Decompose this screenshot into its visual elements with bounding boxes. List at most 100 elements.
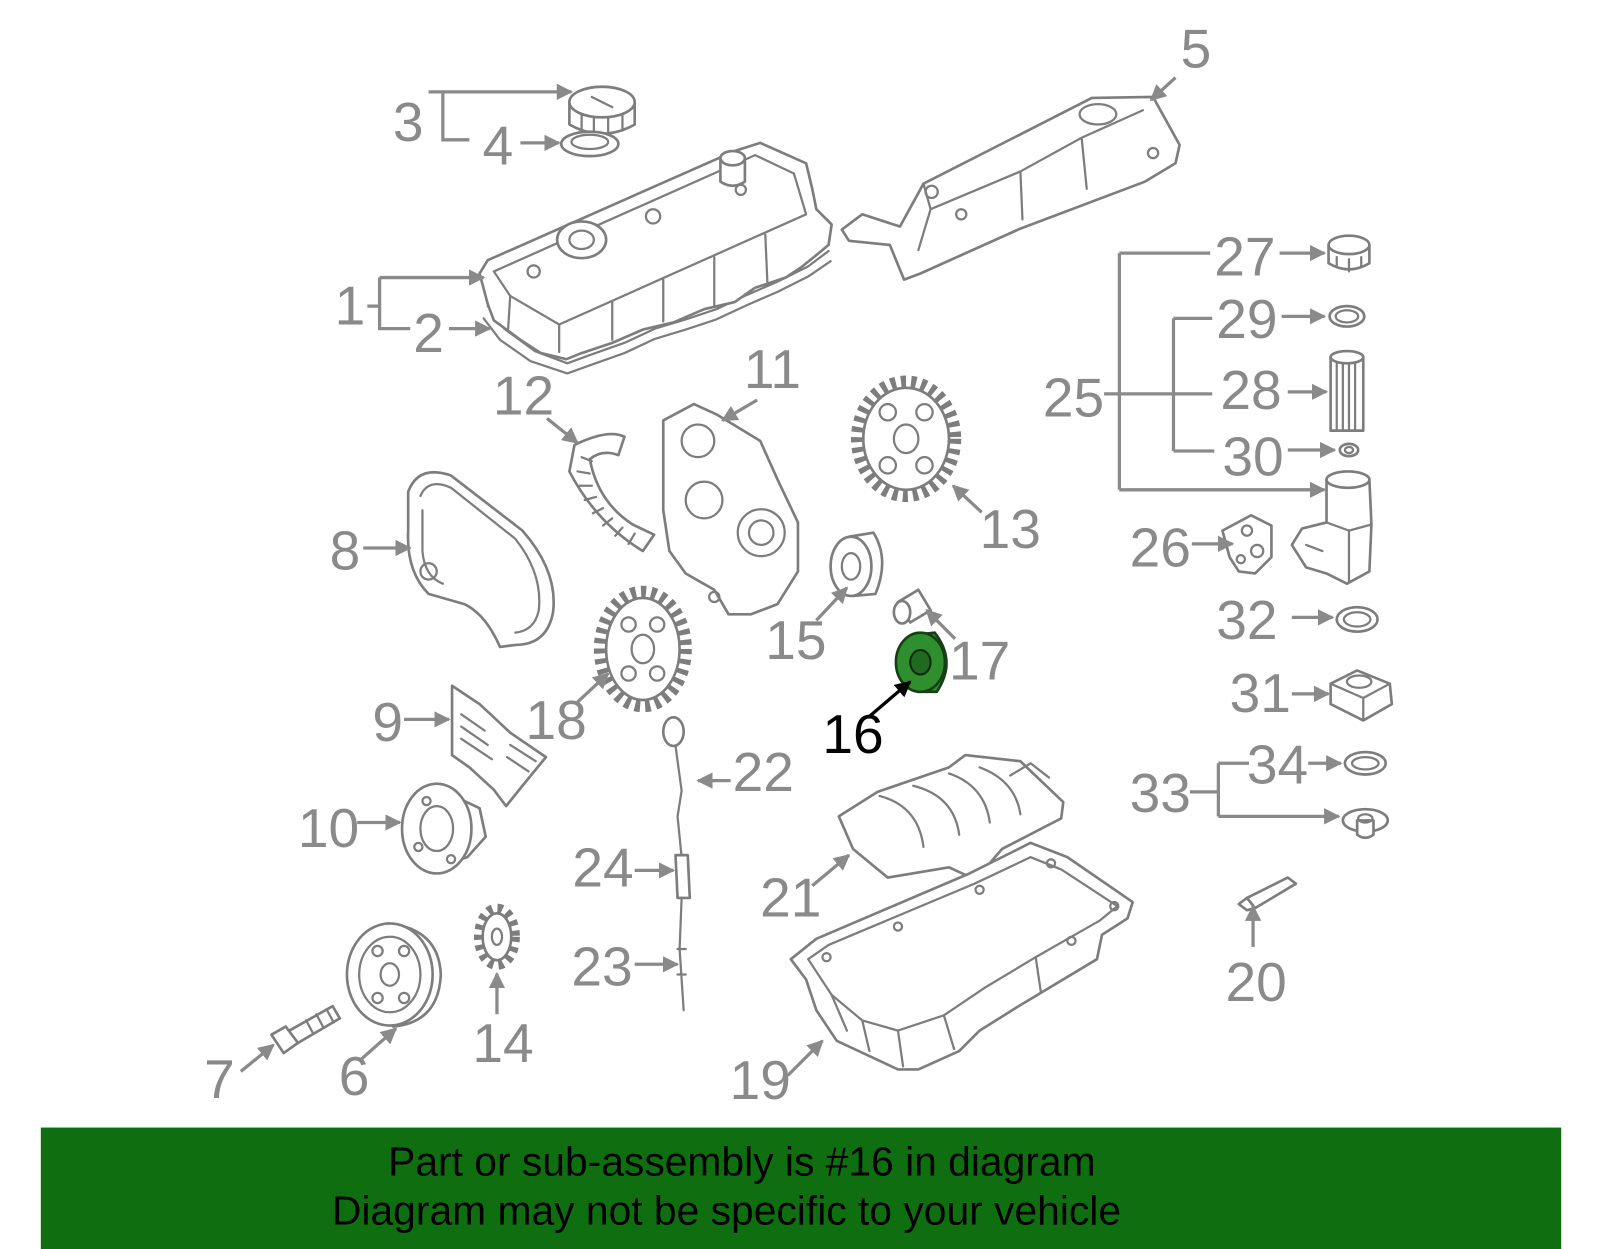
gear-hole bbox=[648, 665, 666, 682]
pulley-face bbox=[829, 535, 873, 598]
seal-outer bbox=[1343, 750, 1388, 776]
part-17-bushing bbox=[892, 588, 932, 625]
cover-opening bbox=[680, 423, 716, 459]
part-4-cap-seal bbox=[559, 130, 620, 158]
pan-bolt-hole bbox=[1045, 858, 1057, 869]
housing-details bbox=[1305, 521, 1373, 583]
leader-arrow-6 bbox=[360, 1027, 398, 1061]
banner-background bbox=[40, 1127, 1562, 1249]
gear-hole bbox=[648, 616, 666, 633]
bolt-hole bbox=[734, 183, 748, 197]
callout-label-27: 27 bbox=[1214, 226, 1275, 288]
oil-cooler-edge bbox=[1329, 682, 1391, 722]
leader-arrow-5 bbox=[1149, 76, 1177, 102]
belt-teeth bbox=[576, 456, 636, 546]
part-18-crankshaft-gear bbox=[593, 585, 692, 713]
gear-hole bbox=[878, 402, 898, 422]
belt-cover-hole bbox=[419, 562, 438, 581]
bolt-hole bbox=[708, 590, 721, 604]
callout-label-11: 11 bbox=[744, 338, 801, 400]
part-31-oil-cooler bbox=[1329, 669, 1394, 722]
part-26-housing-gasket bbox=[1221, 513, 1273, 575]
o-ring-inner bbox=[1342, 611, 1372, 628]
part-14-oil-pump-sprocket bbox=[473, 903, 520, 970]
pulley-bolt-hole bbox=[371, 944, 384, 958]
callout-label-31: 31 bbox=[1230, 662, 1291, 724]
part-32-o-ring bbox=[1335, 605, 1379, 633]
gear-teeth bbox=[851, 375, 962, 503]
plug-socket bbox=[1357, 813, 1374, 824]
filter-cap-top bbox=[1327, 234, 1371, 256]
valve-cover-outline bbox=[478, 141, 833, 361]
belt-band bbox=[568, 432, 656, 553]
housing-body bbox=[1290, 478, 1373, 586]
gear-body bbox=[861, 386, 951, 492]
seal-inner bbox=[570, 133, 610, 151]
callout-label-34: 34 bbox=[1247, 734, 1308, 796]
pan-bolt-hole bbox=[892, 921, 904, 932]
filter-cap-ridges bbox=[1335, 256, 1363, 273]
bushing-end bbox=[892, 599, 912, 625]
leader-arrow-11 bbox=[721, 398, 758, 422]
part-16-tensioner-pulley-highlighted bbox=[894, 631, 948, 694]
leader-arrow-15 bbox=[815, 586, 849, 622]
callout-label-29: 29 bbox=[1216, 288, 1277, 350]
callout-label-32: 32 bbox=[1216, 589, 1277, 651]
leader-arrow-13 bbox=[951, 484, 983, 514]
callout-label-25: 25 bbox=[1043, 366, 1104, 428]
part-23-dipstick-lower-shaft bbox=[676, 896, 687, 1012]
leader-arrow-21 bbox=[811, 853, 851, 887]
seal-inner bbox=[1343, 445, 1355, 455]
part-22-dipstick-assembly bbox=[661, 716, 692, 1012]
callout-label-22: 22 bbox=[733, 741, 794, 803]
leader-arrow-18 bbox=[576, 672, 610, 704]
callout-label-8: 8 bbox=[330, 519, 361, 581]
gasket-outline bbox=[482, 260, 832, 375]
part-15-idler-pulley bbox=[829, 531, 884, 598]
sprocket-body bbox=[481, 911, 513, 962]
mount-hole bbox=[924, 184, 939, 200]
cover-opening bbox=[684, 480, 724, 520]
leader-lines bbox=[239, 76, 1343, 1077]
leader-arrow-12 bbox=[545, 417, 579, 445]
part-10-hub-flange bbox=[400, 782, 488, 875]
o-ring-inner bbox=[1334, 309, 1360, 324]
gasket-hole bbox=[1240, 524, 1254, 537]
callout-label-4: 4 bbox=[483, 114, 514, 176]
highlighted-pulley-hub bbox=[909, 648, 932, 676]
seal-outer bbox=[1338, 442, 1360, 458]
callout-label-17: 17 bbox=[949, 630, 1010, 692]
callout-label-7: 7 bbox=[204, 1048, 235, 1110]
engine-cover-ridge bbox=[917, 109, 1144, 252]
belt-cover-inner-edge bbox=[419, 483, 541, 634]
callout-label-24: 24 bbox=[572, 837, 633, 899]
callout-label-13: 13 bbox=[980, 498, 1041, 560]
part-19-oil-pan bbox=[789, 841, 1134, 1071]
sprocket-teeth bbox=[473, 903, 520, 970]
pulley-bolt-hole bbox=[397, 944, 411, 958]
part-5-engine-cover bbox=[840, 95, 1181, 281]
callout-label-3: 3 bbox=[393, 91, 424, 153]
hub-center bbox=[419, 805, 455, 853]
gear-body bbox=[604, 596, 681, 702]
plate-ribs bbox=[460, 713, 537, 773]
gear-hub bbox=[630, 633, 656, 665]
bracket-1-2 bbox=[367, 277, 411, 331]
callout-label-9: 9 bbox=[372, 691, 403, 753]
part-9-cover-plate bbox=[450, 684, 548, 808]
callout-label-5: 5 bbox=[1181, 17, 1212, 79]
engine-cover-filler-opening bbox=[1078, 102, 1118, 126]
oil-filler-boss bbox=[555, 220, 608, 260]
gear-teeth bbox=[593, 585, 692, 713]
mount-hole bbox=[955, 208, 968, 221]
callout-label-21: 21 bbox=[760, 866, 821, 928]
valve-cover-ribs bbox=[507, 233, 769, 354]
banner-line-disclaimer: Diagram may not be specific to your vehi… bbox=[332, 1188, 1121, 1234]
callout-label-18: 18 bbox=[525, 689, 586, 751]
pulley-hub bbox=[379, 962, 401, 987]
callout-label-20: 20 bbox=[1225, 951, 1286, 1013]
oil-cooler-body bbox=[1329, 669, 1394, 722]
belt-cover-outline bbox=[406, 471, 555, 649]
callout-labels: 1 2 3 4 5 6 7 8 9 10 11 12 13 14 15 16 1… bbox=[204, 17, 1308, 1111]
oil-pan-sump-walls bbox=[830, 956, 1042, 1068]
